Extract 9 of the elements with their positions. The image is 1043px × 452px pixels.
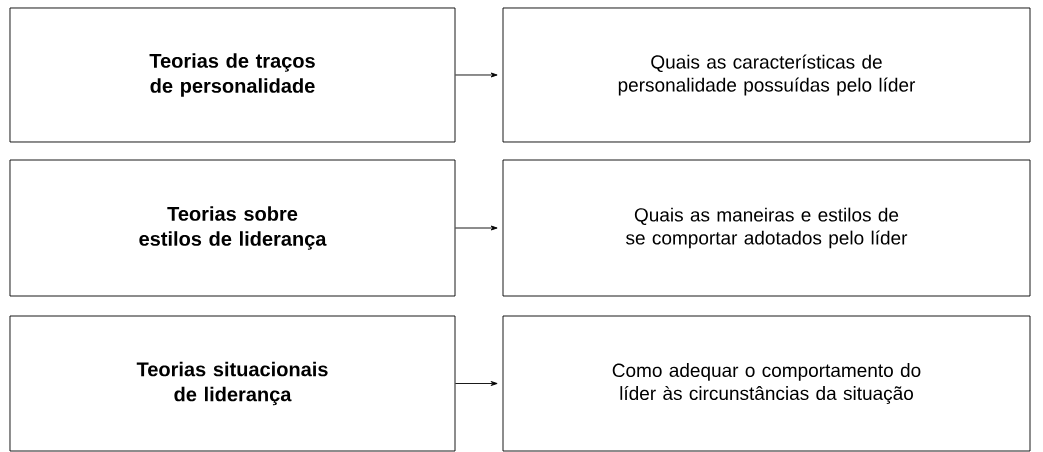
text-box: Quais as maneiras e estilos de se comportar adotados pelo líder bbox=[502, 159, 1031, 297]
text-box: Como adequar o comportamento do líder às circunstâncias da situação bbox=[502, 315, 1031, 452]
arrow bbox=[455, 72, 498, 78]
arrow bbox=[455, 225, 498, 231]
text-box: Quais as características de personalidade possuídas pelo líder bbox=[502, 7, 1031, 143]
text-box: Teorias sobre estilos de liderança bbox=[9, 159, 456, 297]
arrow bbox=[455, 381, 498, 386]
text-box: Teorias situacionais de liderança bbox=[9, 315, 456, 452]
text-box: Teorias de traços de personalidade bbox=[9, 7, 456, 143]
